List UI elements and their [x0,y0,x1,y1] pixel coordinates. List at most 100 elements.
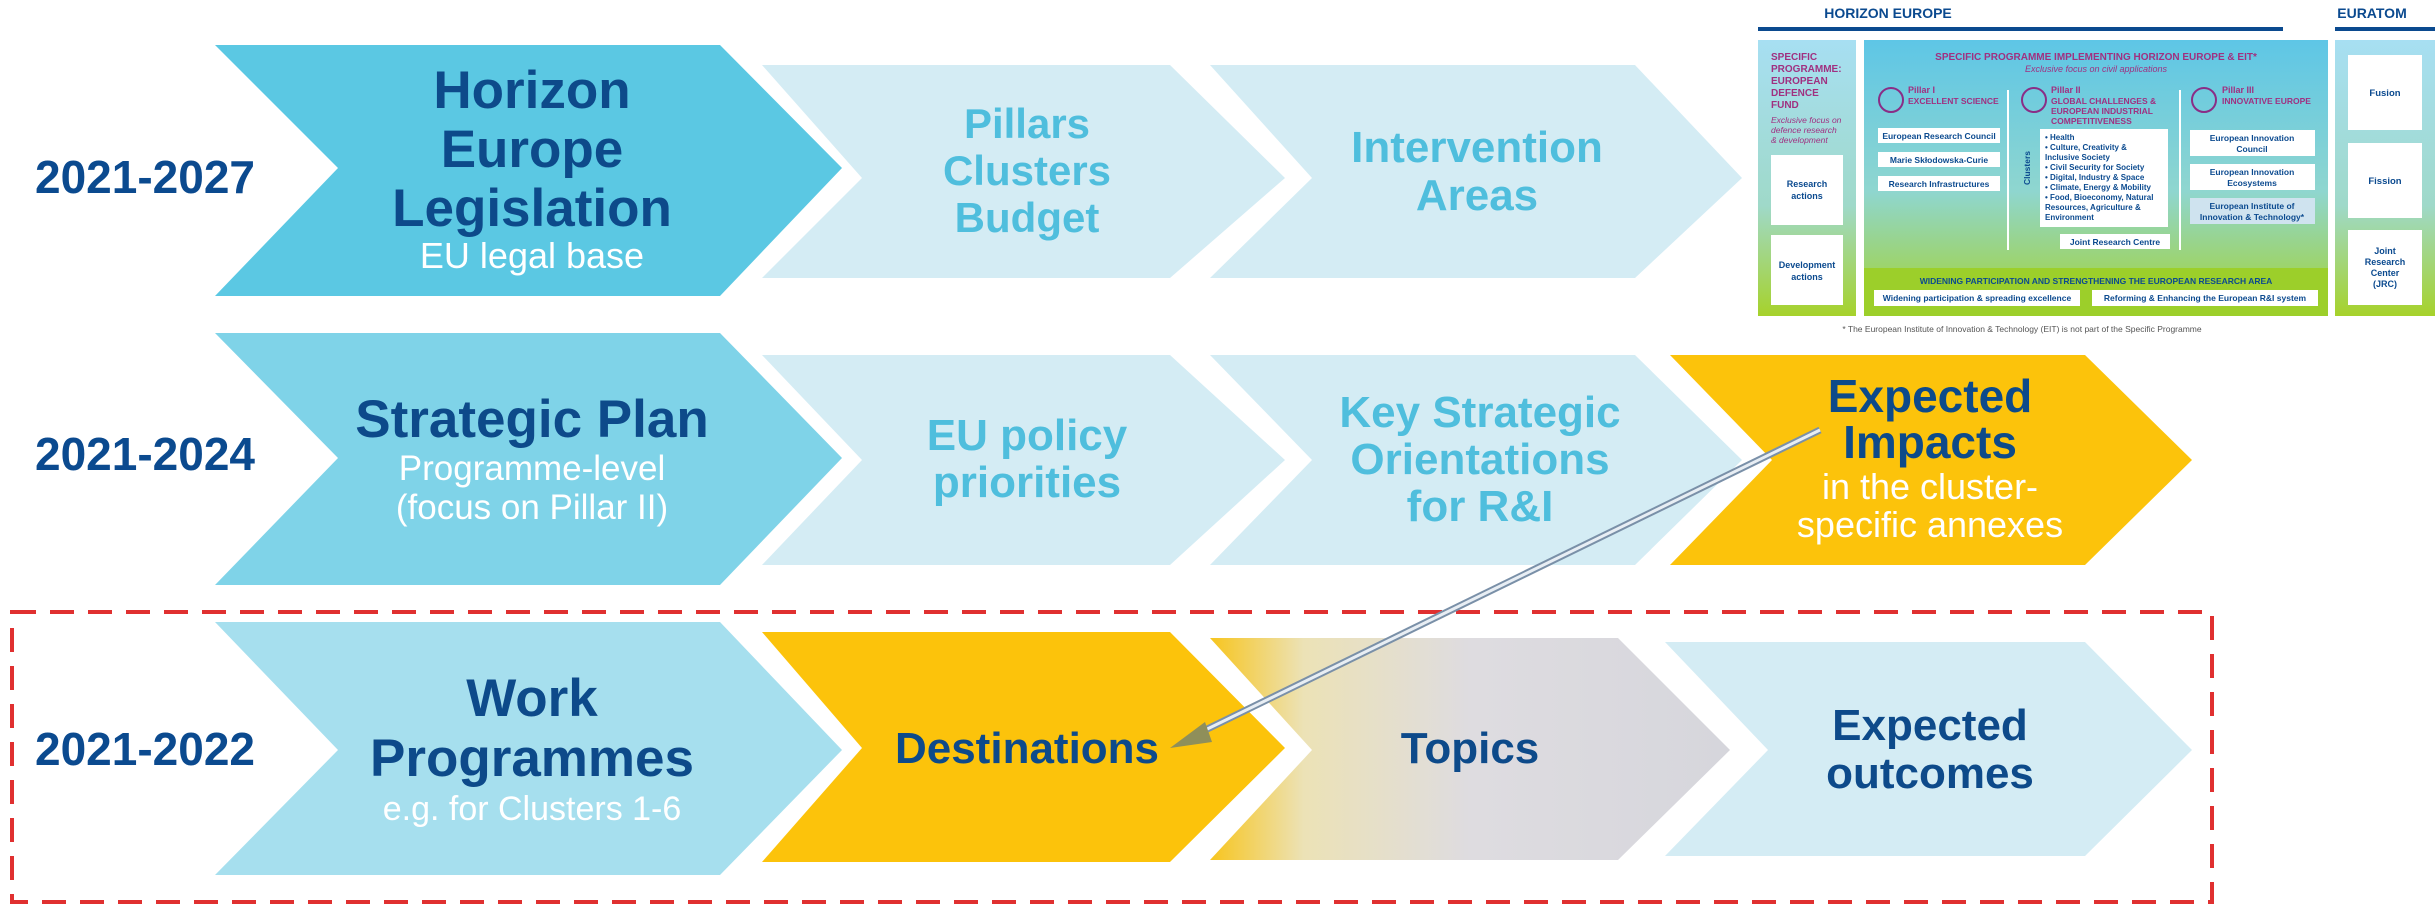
pillar3-item-2-l2: Ecosystems [2227,178,2277,188]
main-title-row2: Strategic Plan [355,390,708,449]
widening-item-2-box [2092,290,2318,306]
step-text-row2-2-l3: for R&I [1407,482,1554,531]
development-actions-l2: actions [1791,272,1823,282]
pillar1-title: EXCELLENT SCIENCE [1908,96,1999,106]
cluster-line-8: Resources, Agriculture & [2045,203,2141,212]
pillar2-name: Pillar II [2051,85,2081,95]
step-text-row2-1-l2: priorities [933,458,1121,507]
expected-impacts-title-l1: Expected [1828,370,2033,422]
destinations-label: Destinations [895,724,1159,773]
widening-title: WIDENING PARTICIPATION AND STRENGTHENING… [1920,276,2273,286]
cluster-line-9: Environment [2045,213,2094,222]
cluster-line-5: • Digital, Industry & Space [2045,173,2145,182]
research-actions-box [1771,155,1843,225]
expected-impacts-chevron [1670,355,2192,565]
pillar1-name: Pillar I [1908,85,1935,95]
widening-item-1: Widening participation & spreading excel… [1883,293,2072,303]
fission-box [2348,143,2422,218]
defence-title-l3: EUROPEAN [1771,76,1828,87]
year-label-row3: 2021-2022 [35,723,255,775]
clusters-box [2040,129,2168,227]
topics-label: Topics [1401,724,1540,773]
expected-outcomes-l1: Expected [1832,701,2028,750]
euratom-header: EURATOM [2337,5,2406,21]
pillar3-item-1-l1: European Innovation [2210,133,2295,143]
expected-outcomes-l2: outcomes [1826,749,2034,798]
jrc-label: Joint Research Centre [2070,237,2160,247]
cluster-line-2: • Culture, Creativity & [2045,143,2127,152]
main-subtitle-row2-l2: (focus on Pillar II) [396,488,668,527]
pillar2-title-l3: COMPETITIVENESS [2051,116,2132,126]
year-label-row2: 2021-2024 [35,428,255,480]
expected-impacts-subtitle-l1: in the cluster- [1822,466,2038,507]
pillar1-icon [1878,87,1904,113]
euratom-jrc-l4: (JRC) [2373,279,2397,289]
step-text-row1-1-l1: Pillars [964,100,1090,147]
step-text-row2-2-l1: Key Strategic [1339,388,1620,437]
step-text-row2-2-l2: Orientations [1350,435,1609,484]
pillar3-name: Pillar III [2222,85,2254,95]
step-chevron-row1-2 [1210,65,1742,278]
pillar1-item-3-box [1878,176,2000,191]
step-text-row1-2-l1: Intervention [1351,123,1603,172]
defence-note-l3: & development [1771,135,1828,145]
cluster-line-1: • Health [2045,133,2075,142]
euratom-jrc-l2: Research [2365,257,2406,267]
expected-impacts-subtitle-l2: specific annexes [1797,504,2063,545]
step-text-row2-1-l1: EU policy [927,411,1128,460]
pillar1-item-2-box [1878,152,2000,167]
defence-note-l2: defence research [1771,125,1837,135]
defence-title-l1: SPECIFIC [1771,52,1817,63]
cluster-line-4: • Civil Security for Society [2045,163,2145,172]
main-subtitle-row3: e.g. for Clusters 1-6 [383,790,682,828]
pillar3-item-3-box [2190,198,2315,224]
euratom-jrc-l3: Center [2371,268,2400,278]
main-title-row3-l1: Work [466,669,598,728]
pillar1-item-3: Research Infrastructures [1889,179,1990,189]
pillar3-item-1-box [2190,130,2315,156]
destinations-chevron [762,632,1285,862]
cluster-line-7: • Food, Bioeconomy, Natural [2045,193,2153,202]
fission-label: Fission [2368,176,2401,187]
euratom-header-bar [2335,27,2435,31]
topics-chevron [1210,638,1730,860]
pillar2-title-l1: GLOBAL CHALLENGES & [2051,96,2156,106]
defence-title-l2: PROGRAMME: [1771,64,1842,75]
step-text-row1-1-l2: Clusters [943,147,1111,194]
pillar2-icon [2021,87,2047,113]
main-title-row1-l1: Horizon [433,61,630,120]
step-chevron-row2-1 [762,355,1285,565]
eit-footnote: * The European Institute of Innovation &… [1842,324,2202,334]
he-header-bar [1758,27,2283,31]
jrc-box [2060,234,2170,249]
work-programme-dashed-frame [10,610,2214,904]
pillar1-item-2: Marie Skłodowska-Curie [1890,155,1989,165]
sp-subtitle: Exclusive focus on civil applications [2025,64,2168,74]
fusion-label: Fusion [2369,88,2400,99]
pillar3-item-2-box [2190,164,2315,190]
main-chevron-row1 [215,45,842,296]
research-actions-l2: actions [1791,191,1823,201]
pillar3-item-1-l2: Council [2236,144,2267,154]
pillar3-item-3-l1: European Institute of [2210,201,2295,211]
cluster-line-6: • Climate, Energy & Mobility [2045,183,2151,192]
defence-note-l1: Exclusive focus on [1771,115,1842,125]
sp-title: SPECIFIC PROGRAMME IMPLEMENTING HORIZON … [1935,52,2257,63]
defence-title-l5: FUND [1771,100,1799,111]
widening-item-1-box [1874,290,2080,306]
step-text-row1-1-l3: Budget [955,194,1100,241]
pillar1-item-1-box [1878,128,2000,143]
clusters-label: Clusters [2022,151,2032,185]
pillar3-title: INNOVATIVE EUROPE [2222,96,2311,106]
development-actions-box [1771,235,1843,305]
pillar3-item-3-l2: Innovation & Technology* [2200,212,2305,222]
pillar2-title-l2: EUROPEAN INDUSTRIAL [2051,106,2153,116]
step-chevron-row1-1 [762,65,1285,278]
impacts-to-destinations-arrow [1170,426,1822,748]
cluster-line-3: Inclusive Society [2045,153,2110,162]
main-subtitle-row1: EU legal base [420,235,644,276]
defence-title-l4: DEFENCE [1771,88,1819,99]
main-title-row1-l3: Legislation [392,179,672,238]
step-chevron-row2-2 [1210,355,1742,565]
